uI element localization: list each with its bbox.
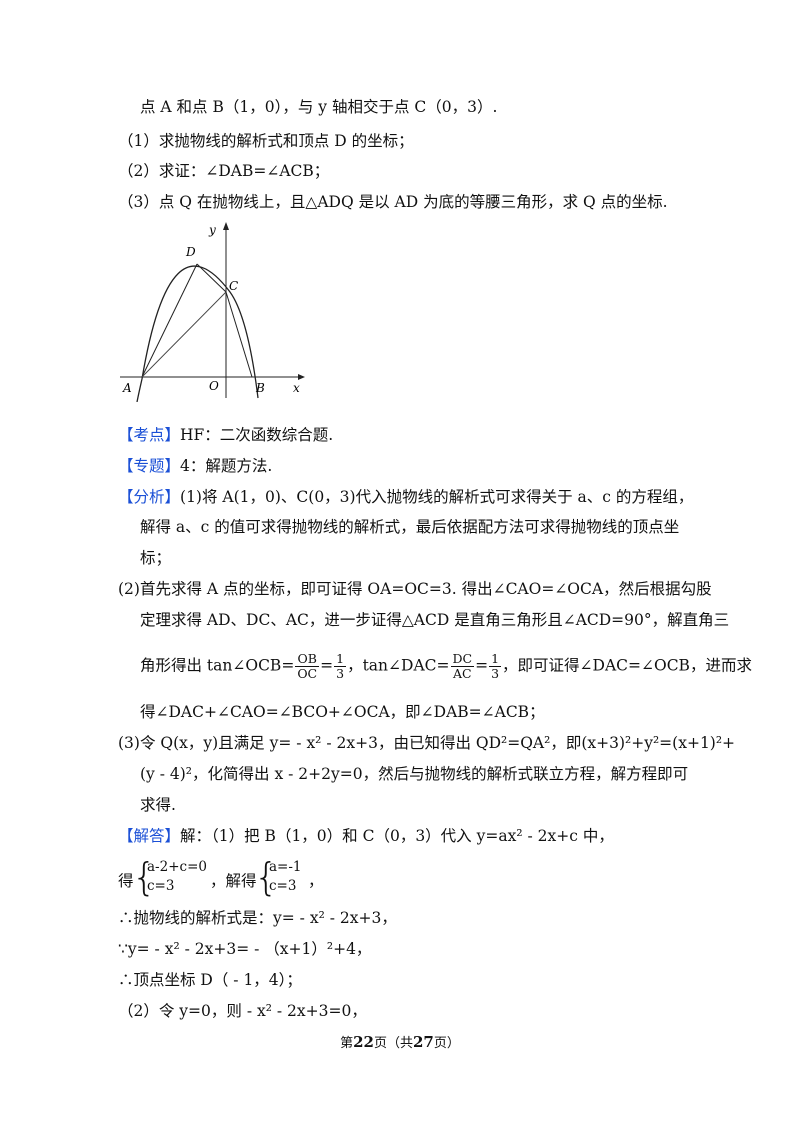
fenxi-p2-line-3b: ，tan∠DAC= — [347, 656, 450, 675]
system-2-eq-1: a=-1 — [269, 859, 302, 875]
segment-CB — [225, 291, 253, 378]
label-y: y — [208, 223, 216, 237]
jieda-end: ， — [308, 872, 324, 890]
footer-total-pages: 27 — [413, 1033, 434, 1051]
zhuanti-tag: 【专题】 — [118, 457, 181, 475]
page-footer: 第22页（共27页） — [0, 1032, 800, 1051]
label-O: O — [209, 379, 219, 393]
label-D: D — [185, 245, 196, 259]
fenxi-p2-line-3c: ，即可证得∠DAC=∠OCB，进而求 — [502, 656, 752, 675]
segment-DC — [196, 263, 227, 293]
footer-post: 页） — [433, 1036, 460, 1051]
system-2: a=-1 c=3 — [269, 858, 302, 896]
question-1: （1）求抛物线的解析式和顶点 D 的坐标； — [118, 132, 414, 150]
fenxi-p2-line-1: (2)首先求得 A 点的坐标，即可证得 OA=OC=3. 得出∠CAO=∠OCA… — [118, 580, 712, 598]
fenxi-p2-line-4: 得∠DAC+∠CAO=∠BCO+∠OCA，即∠DAB=∠ACB； — [140, 703, 545, 721]
label-B: B — [255, 381, 265, 395]
jieda-tag: 【解答】 — [118, 827, 181, 845]
question-2: （2）求证：∠DAB=∠ACB； — [118, 162, 330, 180]
x-axis-arrow — [298, 374, 305, 380]
jieda-line-5: ∴顶点坐标 D（ - 1，4）； — [118, 971, 302, 989]
jieda-line-4: ∵y= - x² - 2x+3= - （x+1）²+4， — [118, 940, 372, 958]
equation-systems: 得 { a-2+c=0 c=3 ，解得 { a=-1 c=3 ， — [118, 856, 358, 900]
y-axis-arrow — [223, 222, 229, 230]
jieda-line-6: （2）令 y=0，则 - x² - 2x+3=0， — [118, 1002, 367, 1020]
fenxi-text-1: (1)将 A(1，0)、C(0，3)代入抛物线的解析式可求得关于 a、c 的方程… — [180, 488, 694, 506]
system-1: a-2+c=0 c=3 — [147, 858, 207, 896]
footer-page-number: 22 — [353, 1033, 374, 1051]
zhuanti-text: 4：解题方法. — [180, 457, 273, 475]
question-3: （3）点 Q 在抛物线上，且△ADQ 是以 AD 为底的等腰三角形，求 Q 点的… — [118, 193, 668, 211]
fraction-eq-2: = — [475, 656, 489, 675]
label-A: A — [122, 381, 132, 395]
segment-AD — [141, 263, 198, 378]
fraction-eq-1: = — [320, 656, 334, 675]
brace-2: { — [254, 855, 279, 899]
footer-pre: 第 — [340, 1036, 354, 1051]
fenxi-tag: 【分析】 — [118, 488, 181, 506]
system-2-eq-2: c=3 — [269, 878, 297, 894]
footer-mid: 页（共 — [373, 1036, 413, 1051]
kaodian-tag: 【考点】 — [118, 426, 181, 444]
fenxi-line-3: 标； — [140, 549, 172, 567]
system-1-eq-1: a-2+c=0 — [147, 859, 207, 875]
fenxi-p3-line-3: 求得. — [140, 796, 176, 814]
fenxi-p3-line-1: (3)令 Q(x，y)且满足 y= - x² - 2x+3，由已知得出 QD²=… — [118, 734, 736, 752]
jieda-text-1: 解：（1）把 B（1，0）和 C（0，3）代入 y=ax² - 2x+c 中， — [180, 827, 614, 845]
kaodian-text: HF：二次函数综合题. — [180, 426, 334, 444]
jieda-line-3: ∴抛物线的解析式是：y= - x² - 2x+3， — [118, 909, 397, 927]
jieda-line-1: 【解答】解：（1）把 B（1，0）和 C（0，3）代入 y=ax² - 2x+c… — [118, 825, 614, 847]
fenxi-p3-line-2: (y - 4)²，化简得出 x - 2+2y=0，然后与抛物线的解析式联立方程，… — [140, 765, 689, 783]
parabola-curve — [141, 265, 259, 399]
zhuanti-line: 【专题】4：解题方法. — [118, 455, 272, 477]
label-x: x — [293, 381, 300, 395]
brace-1: { — [132, 855, 157, 899]
kaodian-line: 【考点】HF：二次函数综合题. — [118, 424, 333, 446]
de-char: 得 — [118, 872, 134, 890]
fenxi-p2-line-3a: 角形得出 tan∠OCB= — [140, 656, 295, 675]
problem-line-0: 点 A 和点 B（1，0），与 y 轴相交于点 C（0，3）. — [140, 98, 498, 116]
parabola-figure: y x D C A O B — [120, 222, 305, 402]
fenxi-line-2: 解得 a、c 的值可求得抛物线的解析式，最后依据配方法可求得抛物线的顶点坐 — [140, 518, 680, 536]
label-C: C — [229, 279, 238, 293]
segment-AC — [141, 291, 227, 378]
fenxi-line-1: 【分析】(1)将 A(1，0)、C(0，3)代入抛物线的解析式可求得关于 a、c… — [118, 486, 693, 508]
fenxi-p2-line-2: 定理求得 AD、DC、AC，进一步证得△ACD 是直角三角形且∠ACD=90°，… — [140, 611, 730, 629]
jieda-mid: ，解得 — [210, 872, 257, 890]
system-1-eq-2: c=3 — [147, 878, 175, 894]
parabola-left — [136, 378, 143, 402]
